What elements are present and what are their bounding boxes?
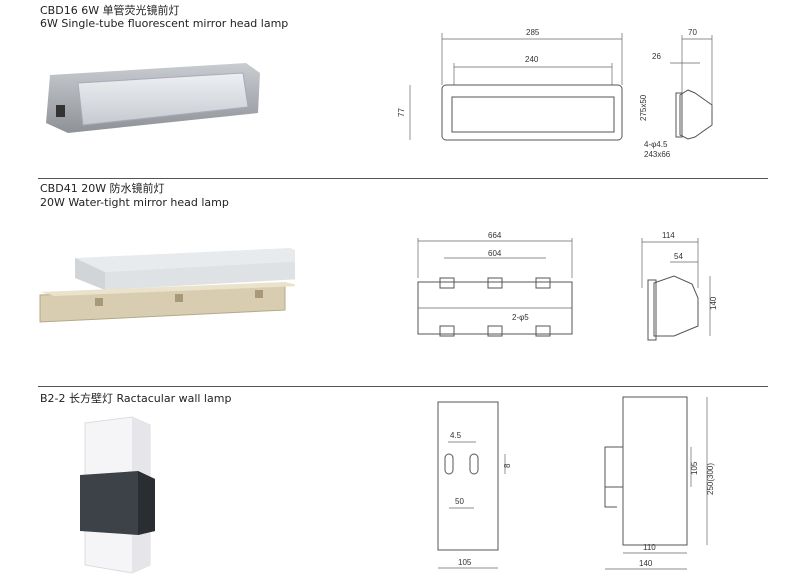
dim-overall-width: 664 [488,231,502,240]
dim-hole-spacing: 604 [488,249,502,258]
product-english-title: 20W Water-tight mirror head lamp [40,196,229,209]
dim-height-inner: 105 [690,461,699,475]
dim-overall-width: 285 [526,28,540,37]
dim-depth: 70 [688,28,697,37]
dim-inner-width: 240 [525,55,539,64]
dim-height: 140 [709,296,718,310]
dim-width: 105 [458,558,472,567]
section-divider [38,386,768,387]
front-view-drawing-1: 285 240 77 [397,28,623,141]
product-photo-wall-lamp [80,416,155,574]
dim-slot: 4.5 [450,431,462,440]
product-photo-watertight [39,248,295,323]
side-view-drawing-3: 105 250(300) 110 140 [604,396,715,570]
front-view-drawing-2: 664 604 2-φ5 [417,231,573,337]
side-view-drawing-2: 114 54 140 [641,231,718,341]
dim-holes: 2-φ5 [512,313,529,322]
dim-slot-height: 8 [503,463,512,468]
dim-height-total: 250(300) [706,463,715,495]
front-view-drawing-3: 4.5 8 50 105 [437,401,512,569]
product-code-title: CBD41 20W 防水镜前灯 [40,182,165,195]
dim-bracket: 110 [643,543,656,552]
dim-height: 77 [397,108,406,117]
product-photo-fluorescent [46,63,260,133]
product-english-title: 6W Single-tube fluorescent mirror head l… [40,17,289,30]
dim-holes: 4-φ4.5 [644,140,668,149]
section-divider [38,178,768,179]
dim-cutout: 243x66 [644,150,671,159]
dim-slot-spacing: 50 [455,497,464,506]
dim-mount: 275x50 [640,94,648,121]
dim-depth: 114 [662,231,675,240]
product-code-title: CBD16 6W 单管荧光镜前灯 [40,4,180,17]
product-code-title: B2-2 长方壁灯 Ractacular wall lamp [40,392,232,405]
side-view-drawing-1: 70 26 275x50 4-φ4.5 243x66 [640,28,713,159]
dim-offset: 26 [652,52,661,61]
dim-depth: 140 [639,559,653,568]
dim-offset: 54 [674,252,683,261]
